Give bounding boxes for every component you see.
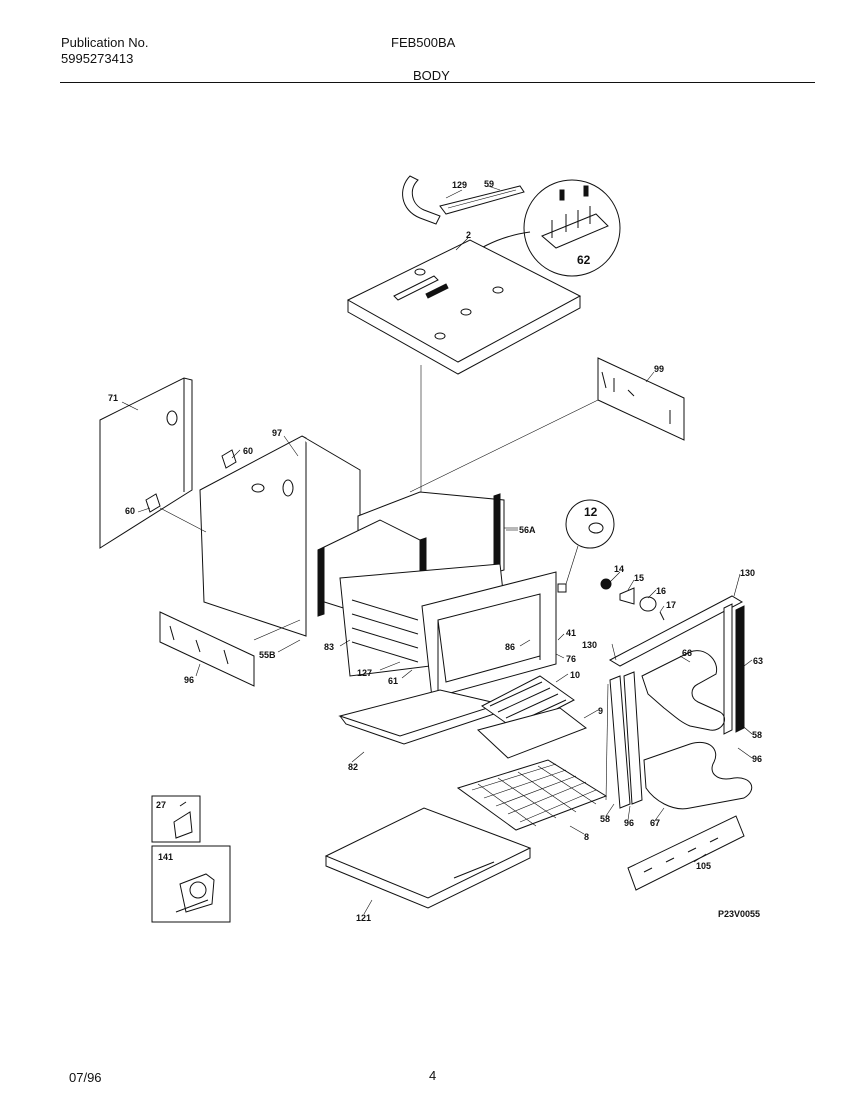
oven-rack	[456, 759, 608, 831]
callout-82: 82	[348, 762, 358, 772]
callout-12: 12	[584, 505, 598, 519]
callout-41: 41	[566, 628, 576, 638]
publication-number: 5995273413	[61, 51, 134, 66]
broil-element	[641, 650, 725, 731]
callout-55B: 55B	[259, 650, 276, 660]
page-number: 4	[429, 1068, 437, 1083]
callout-27: 27	[156, 800, 166, 810]
section-title: BODY	[413, 68, 450, 83]
front-frame-strip	[605, 671, 643, 809]
callout-14: 14	[614, 564, 624, 574]
header-rule	[60, 82, 815, 83]
callout-86: 86	[505, 642, 515, 652]
callout-83: 83	[324, 642, 334, 652]
inset-box-141	[151, 845, 231, 923]
callout-97: 97	[272, 428, 282, 438]
bake-element	[643, 742, 753, 810]
callout-76: 76	[566, 654, 576, 664]
callout-60-top: 60	[243, 446, 253, 456]
callout-63: 63	[753, 656, 763, 666]
drawing-code: P23V0055	[718, 909, 760, 919]
top-panel	[346, 239, 582, 375]
oven-cavity	[317, 491, 557, 700]
callout-96-left: 96	[184, 675, 194, 685]
vent-duct	[402, 175, 525, 225]
callout-16: 16	[656, 586, 666, 596]
insulation-panel-97	[159, 435, 361, 637]
callout-8: 8	[584, 832, 589, 842]
callout-labels: 129 59 62 2 99 71 97 60 60 56A 12 14 15 …	[108, 179, 763, 923]
callout-127: 127	[357, 668, 372, 678]
callout-66: 66	[682, 648, 692, 658]
element-bracket-130	[608, 595, 745, 735]
callout-leaders	[121, 185, 753, 915]
callout-141: 141	[158, 852, 173, 862]
callout-60-bottom: 60	[125, 506, 135, 516]
callout-96-front: 96	[624, 818, 634, 828]
callout-2: 2	[466, 230, 471, 240]
callout-10: 10	[570, 670, 580, 680]
side-panel-71	[99, 377, 193, 549]
vent-trim-105	[627, 815, 745, 891]
inset-box-27	[151, 795, 201, 843]
callout-67: 67	[650, 818, 660, 828]
callout-15: 15	[634, 573, 644, 583]
callout-61: 61	[388, 676, 398, 686]
oven-bottom-82	[338, 689, 502, 745]
bottom-bracket-left	[159, 611, 301, 687]
callout-121: 121	[356, 913, 371, 923]
callout-129: 129	[452, 180, 467, 190]
callout-17: 17	[666, 600, 676, 610]
broiler-pan	[477, 675, 588, 759]
callout-130-left: 130	[582, 640, 597, 650]
callout-58-right: 58	[752, 730, 762, 740]
model-number: FEB500BA	[391, 35, 456, 50]
drawer-panel-121	[324, 807, 532, 909]
publication-label: Publication No.	[61, 35, 149, 50]
callout-105: 105	[696, 861, 711, 871]
callout-56A: 56A	[519, 525, 536, 535]
callout-71: 71	[108, 393, 118, 403]
callout-59: 59	[484, 179, 494, 189]
callout-58-front: 58	[600, 814, 610, 824]
callout-96-right: 96	[752, 754, 762, 764]
callout-62: 62	[577, 253, 591, 267]
callout-9: 9	[598, 706, 603, 716]
revision-date: 07/96	[69, 1070, 102, 1085]
callout-99: 99	[654, 364, 664, 374]
callout-130-right: 130	[740, 568, 755, 578]
oven-light-assembly	[557, 499, 665, 621]
back-panel-99	[409, 357, 685, 493]
